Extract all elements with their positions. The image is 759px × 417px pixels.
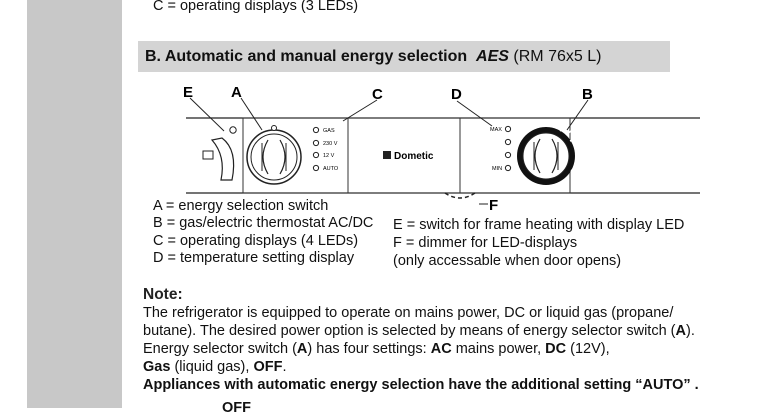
- callout-b: B: [582, 86, 593, 103]
- brand-label: Dometic: [394, 151, 434, 162]
- left-gray-sidebar: [27, 0, 122, 408]
- legend-item-e: E = switch for frame heating with displa…: [393, 217, 685, 233]
- led-label-auto: AUTO: [323, 166, 339, 172]
- callout-d: D: [451, 86, 462, 103]
- note-line-3: Energy selector switch (A) has four sett…: [143, 341, 610, 357]
- callout-e: E: [183, 84, 193, 101]
- note-line-5: Appliances with automatic energy selecti…: [143, 377, 699, 393]
- frame-heating-switch: [202, 126, 237, 181]
- energy-selection-knob: [246, 125, 302, 185]
- note-title: Note:: [143, 286, 183, 303]
- heading-prefix: B. Automatic and manual energy selection: [145, 48, 468, 65]
- led-label-gas: GAS: [323, 128, 335, 134]
- note-line-2: butane). The desired power option is sel…: [143, 323, 695, 339]
- note-line-4: Gas (liquid gas), OFF.: [143, 359, 287, 375]
- section-heading: B. Automatic and manual energy selection…: [145, 47, 601, 67]
- operating-display-leds: [312, 126, 320, 172]
- dimmer-outline: [444, 192, 476, 199]
- heading-code: AES: [476, 48, 509, 65]
- led-label-max: MAX: [490, 127, 502, 133]
- page-margin: [0, 0, 27, 408]
- led-label-230v: 230 V: [323, 141, 338, 147]
- legend-item-c: C = operating displays (4 LEDs): [153, 233, 359, 249]
- legend-item-d: D = temperature setting display: [153, 250, 355, 266]
- control-panel-diagram: GAS 230 V 12 V AUTO Dometic MAX MIN E A …: [183, 84, 700, 214]
- note-line-1: The refrigerator is equipped to operate …: [143, 305, 674, 321]
- led-label-12v: 12 V: [323, 153, 335, 159]
- heading-model: (RM 76x5 L): [513, 48, 602, 65]
- legend-item-b: B = gas/electric thermostat AC/DC: [153, 215, 374, 231]
- dometic-logo-mark: [383, 151, 391, 159]
- callout-f: F: [489, 197, 498, 214]
- legend-item-f: F = dimmer for LED-displays: [393, 235, 578, 251]
- callout-a: A: [231, 84, 242, 101]
- callout-c: C: [372, 86, 383, 103]
- section-heading-bar: [138, 41, 670, 72]
- bottom-partial-text: OFF: [222, 400, 251, 416]
- legend-item-a: A = energy selection switch: [153, 198, 329, 214]
- legend-item-f-note: (only accessable when door opens): [393, 253, 622, 269]
- temperature-setting-display: [504, 125, 512, 172]
- thermostat-knob: [517, 126, 577, 185]
- led-label-min: MIN: [492, 166, 502, 172]
- top-line-text: C = operating displays (3 LEDs): [153, 0, 359, 14]
